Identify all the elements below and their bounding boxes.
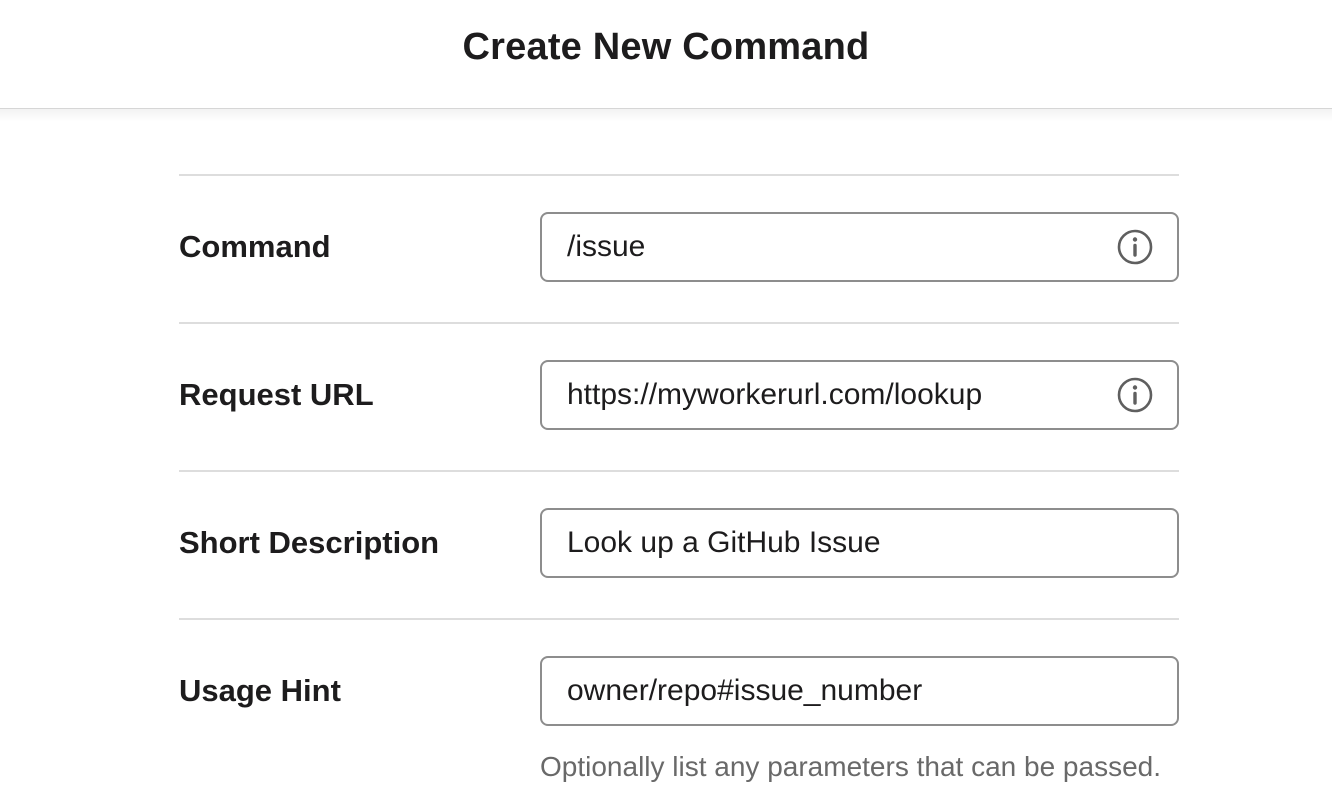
request-url-label: Request URL xyxy=(179,377,374,412)
create-command-form: Command Request URL Short Description Us… xyxy=(179,174,1179,810)
usage-hint-label: Usage Hint xyxy=(179,673,341,708)
short-description-label: Short Description xyxy=(179,525,440,560)
usage-hint-input[interactable] xyxy=(540,656,1179,726)
form-row-command: Command xyxy=(179,174,1179,322)
command-input[interactable] xyxy=(540,212,1179,282)
info-icon[interactable] xyxy=(1117,229,1153,265)
info-icon[interactable] xyxy=(1117,377,1153,413)
page-header: Create New Command xyxy=(0,0,1332,122)
form-row-short-description: Short Description xyxy=(179,470,1179,618)
usage-hint-helper-text: Optionally list any parameters that can … xyxy=(540,751,1162,782)
request-url-input[interactable] xyxy=(540,360,1179,430)
form-row-request-url: Request URL xyxy=(179,322,1179,470)
page-title: Create New Command xyxy=(462,26,870,68)
command-label: Command xyxy=(179,229,331,264)
form-row-usage-hint: Usage Hint Optionally list any parameter… xyxy=(179,618,1179,810)
short-description-input[interactable] xyxy=(540,508,1179,578)
